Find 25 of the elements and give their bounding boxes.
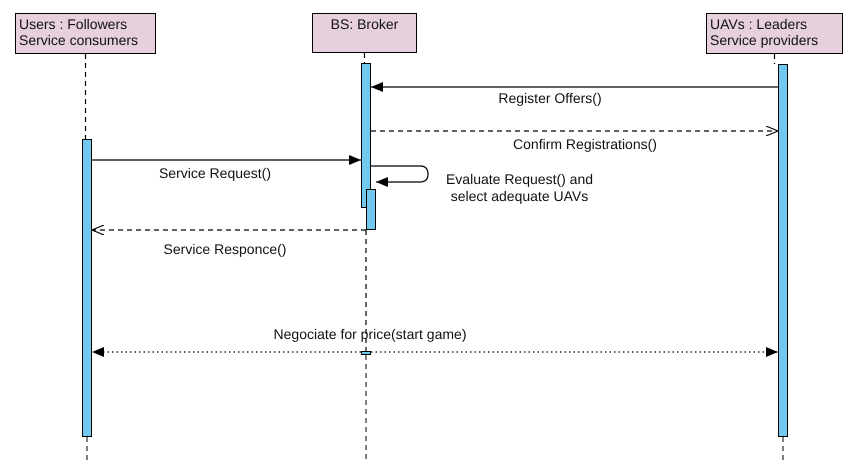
message-label: Confirm Registrations() [512,136,658,153]
message-arrow [371,347,778,357]
message-label: Service Request() [158,165,272,182]
participant-box: Users : Followers Service consumers [15,13,156,54]
message-label: Service Responce() [162,241,288,258]
message-arrow [371,82,778,92]
activation-bar [361,351,371,355]
lifeline [364,53,366,63]
message-label: Negociate for price(start game) [272,326,468,343]
activation-bar [82,139,92,437]
lifeline [365,230,367,351]
message-arrow [92,155,361,165]
message-arrow [371,125,779,137]
lifeline [84,54,86,139]
participant-box: BS: Broker [312,13,417,53]
message-label: Register Offers() [497,90,603,107]
activation-bar [778,64,788,437]
message-arrow [92,347,361,357]
activation-bar [366,189,376,230]
lifeline [774,54,776,64]
participant-box: UAVs : Leaders Service providers [706,13,843,54]
message-label: Evaluate Request() and select adequate UAVs [444,171,594,205]
message-arrow [91,224,366,236]
message-arrow [371,165,429,187]
activation-bar [361,63,371,208]
